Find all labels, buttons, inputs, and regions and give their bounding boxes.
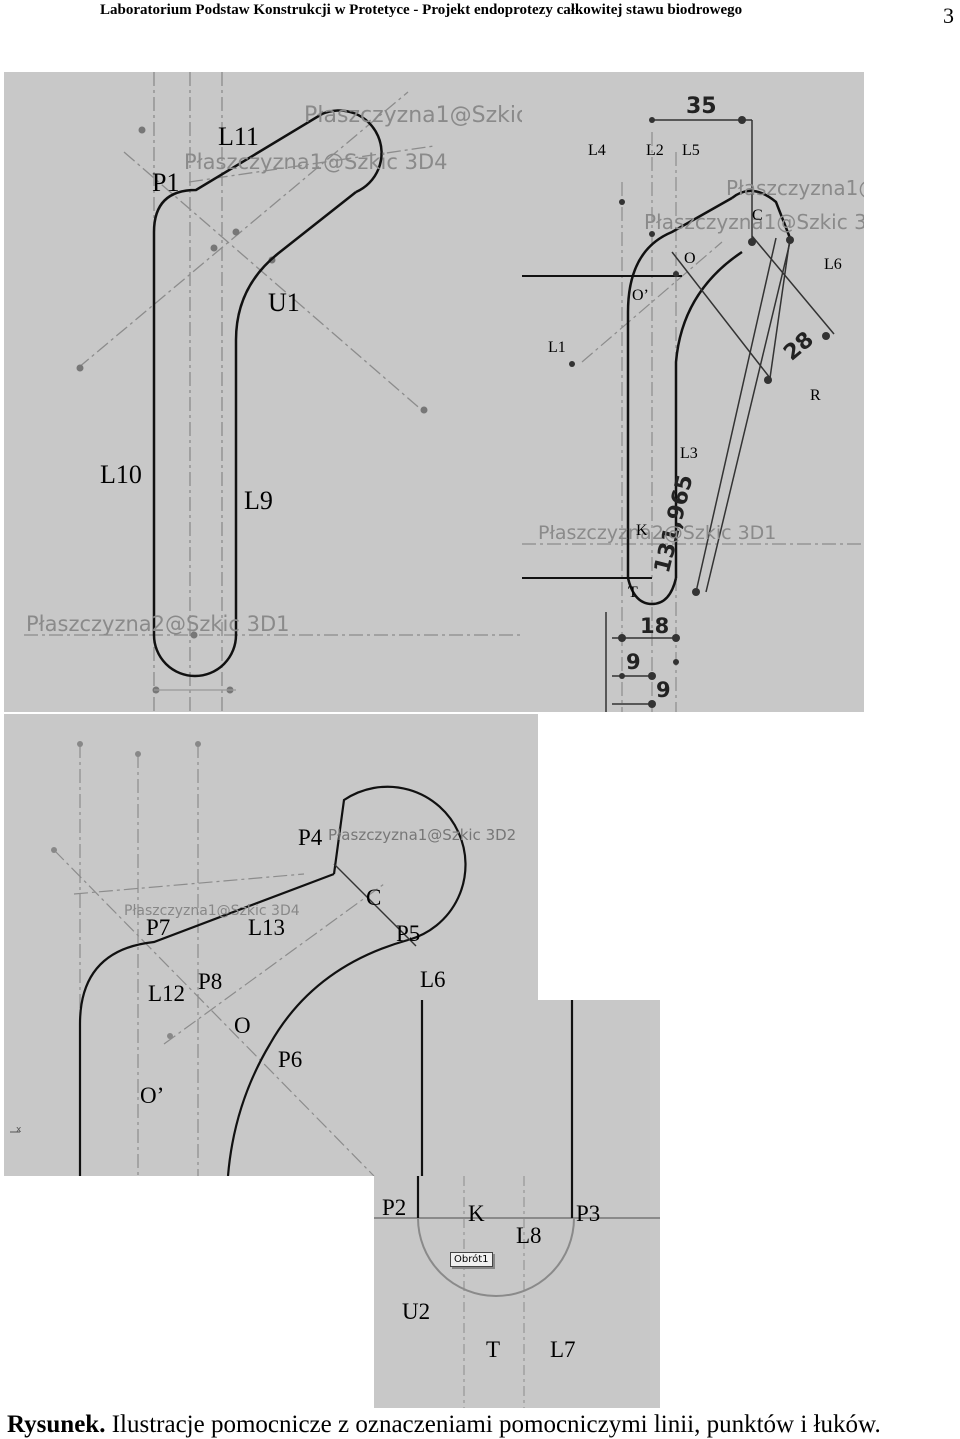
- label-l2: L2: [646, 142, 664, 159]
- caption-prefix: Rysunek.: [7, 1411, 106, 1438]
- figure-labeled-sketch-lower: Obrót1 P2 K L8 P3 U2 T L7: [374, 1176, 660, 1408]
- sketch-plane1-3d4-label-c: Płaszczyzna1@Szkic 3D4: [124, 903, 300, 919]
- label-t: T: [628, 584, 638, 601]
- sketch-plane1-3d2-label: Płaszczyzna1@Szkic 3D2: [328, 826, 517, 844]
- label-l11: L11: [218, 122, 259, 151]
- sketch-plane1-short-label: Płaszczyzna1@: [726, 176, 864, 200]
- figure-dimensioned-sketch: 35 28 131,965 18 9 9 Płaszczyzna1@ Płasz…: [522, 72, 864, 712]
- label-l9: L9: [244, 486, 273, 515]
- label-l6: L6: [824, 256, 842, 273]
- caption-text: Ilustracje pomocnicze z oznaczeniami pom…: [105, 1411, 881, 1438]
- dimension-35: 35: [686, 94, 717, 119]
- label-l5: L5: [682, 142, 700, 159]
- sketch-plane1-3d4-label-b: Płaszczyzna1@Szkic 3D4: [644, 210, 864, 234]
- label-p5: P5: [396, 921, 421, 946]
- label-p6: P6: [278, 1047, 303, 1072]
- labeled-sketch-right-drawing: [570, 1000, 574, 1176]
- label-p8: P8: [198, 969, 223, 994]
- labeled-sketch-upper-drawing: [10, 741, 467, 1176]
- label-c-fig3: C: [366, 885, 382, 910]
- label-o: O: [684, 250, 696, 267]
- stem-sketch-drawing: [24, 72, 522, 712]
- sketch-plane2-3d1-label: Płaszczyzna2@Szkic 3D1: [26, 612, 290, 636]
- label-l1: L1: [548, 339, 566, 356]
- label-p7: P7: [146, 915, 171, 940]
- label-l4: L4: [588, 142, 606, 159]
- label-l10: L10: [100, 460, 142, 489]
- label-u1: U1: [268, 288, 300, 317]
- label-l3: L3: [680, 445, 698, 462]
- figure-labeled-sketch-right: [538, 1000, 660, 1176]
- label-k: K: [636, 522, 648, 539]
- label-o-prime-fig3: O’: [140, 1083, 165, 1108]
- page-header: Laboratorium Podstaw Konstrukcji w Prote…: [100, 2, 743, 18]
- figure-stem-sketch: P1 L11 U1 L10 L9 Płaszczyzna1@Szkic Płas…: [4, 72, 522, 712]
- label-p2: P2: [382, 1195, 407, 1220]
- figure-caption: Rysunek. Ilustracje pomocnicze z oznacze…: [7, 1411, 881, 1439]
- dimension-9a: 9: [626, 650, 641, 674]
- label-l6-fig3: L6: [420, 967, 446, 992]
- label-o-fig3: O: [234, 1013, 251, 1038]
- figure-labeled-sketch-upper: Płaszczyzna1@Szkic 3D2 Płaszczyzna1@Szki…: [4, 714, 538, 1176]
- axis-x-marker: x: [16, 1125, 22, 1135]
- label-k-fig3: K: [468, 1201, 485, 1226]
- sketch-plane1-3d4-label: Płaszczyzna1@Szkic 3D4: [184, 150, 448, 174]
- label-c: C: [752, 207, 763, 224]
- page-number: 3: [943, 3, 954, 28]
- label-t-fig3: T: [486, 1337, 501, 1362]
- label-l7: L7: [550, 1337, 576, 1362]
- label-p3: P3: [576, 1201, 601, 1226]
- sketch-plane1-label: Płaszczyzna1@Szkic: [304, 103, 522, 128]
- label-u2: U2: [402, 1299, 431, 1324]
- dimension-9b: 9: [656, 678, 671, 702]
- label-l13: L13: [248, 915, 286, 940]
- label-l8: L8: [516, 1223, 542, 1248]
- dimensioned-sketch-drawing: [522, 116, 864, 712]
- label-r: R: [810, 387, 821, 404]
- labeled-sketch-lower-drawing: [374, 1176, 660, 1408]
- label-l12: L12: [148, 981, 186, 1006]
- sketch-plane2-3d1-label-b: Płaszczyzna2@Szkic 3D1: [538, 522, 777, 544]
- label-p4: P4: [298, 825, 323, 850]
- label-p1: P1: [152, 168, 180, 197]
- obrot-tooltip: Obrót1: [450, 1252, 493, 1267]
- label-o-prime: O’: [632, 287, 649, 304]
- dimension-18: 18: [640, 614, 670, 638]
